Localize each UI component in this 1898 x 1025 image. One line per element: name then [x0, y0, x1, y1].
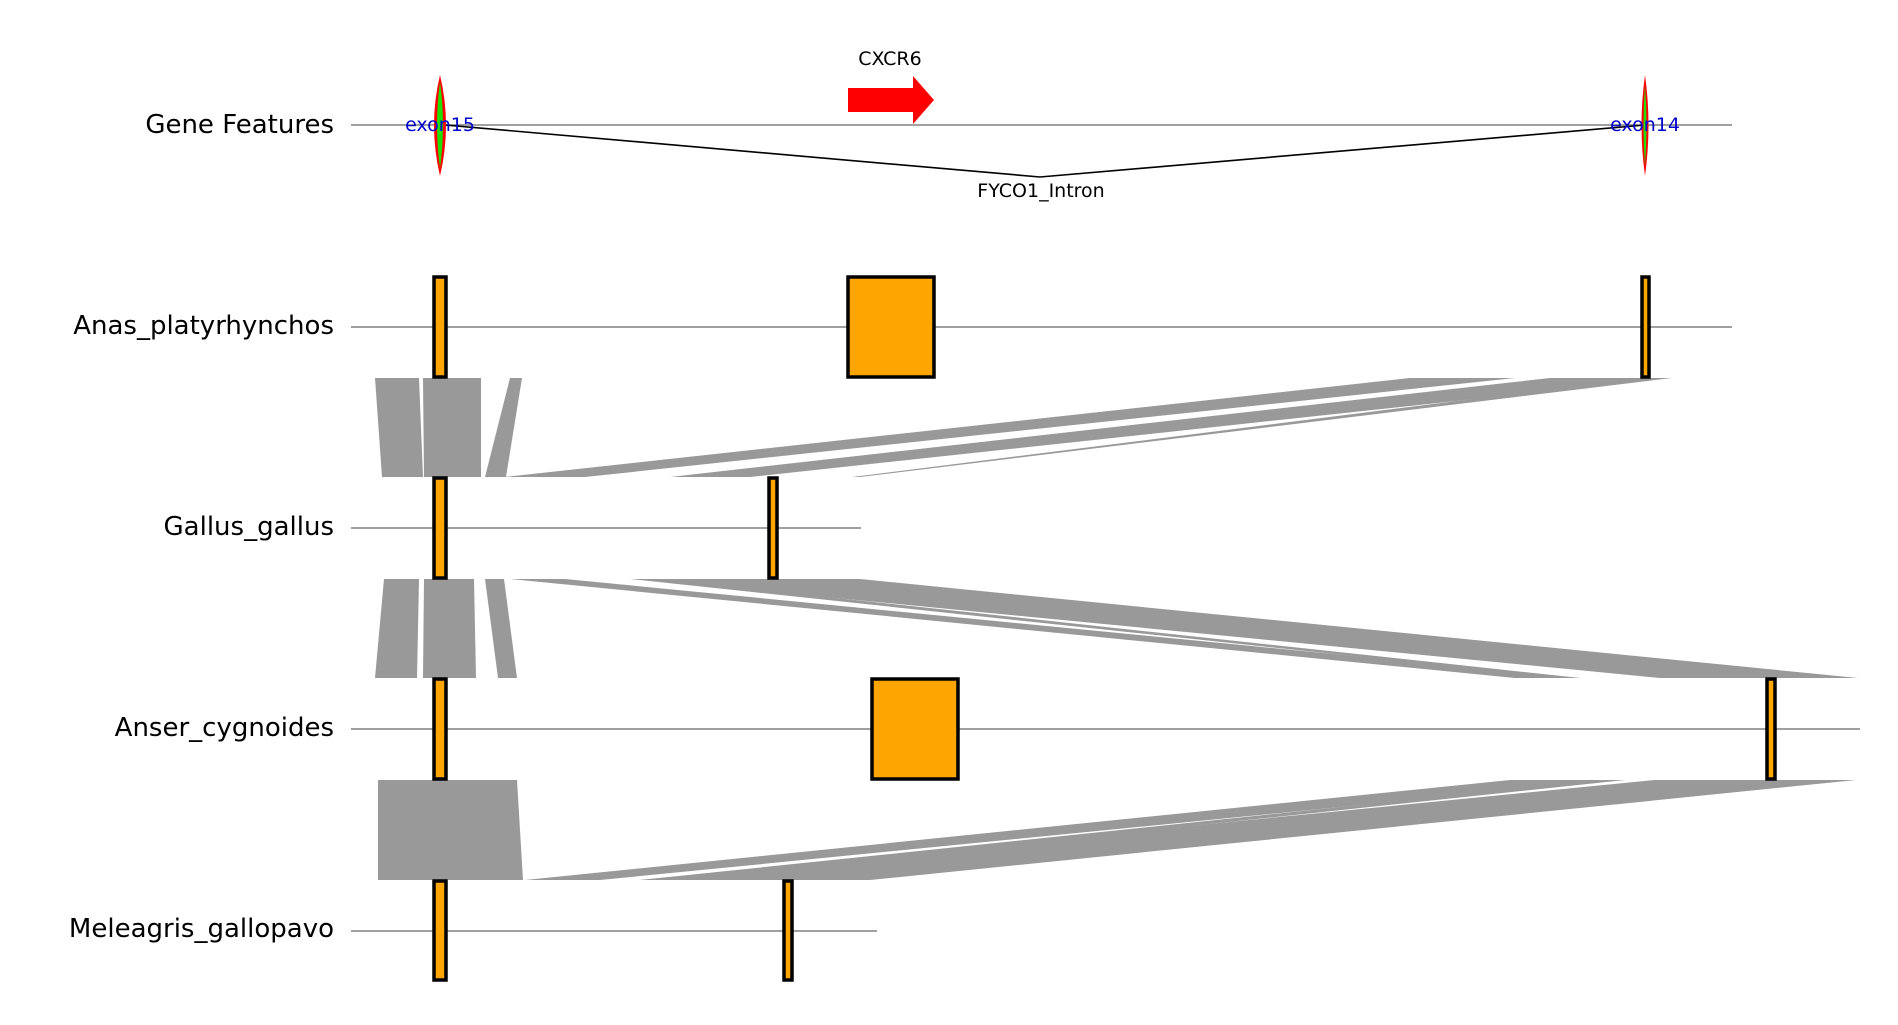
track-anas-platyrhynchos [351, 275, 1732, 379]
exon-box [432, 677, 448, 781]
cxcr6-box [870, 677, 960, 781]
exon-box [1765, 677, 1777, 781]
row-label-gallus-gallus: Gallus_gallus [164, 512, 334, 542]
exon-box [432, 275, 448, 379]
exon14-glyph [1641, 75, 1649, 176]
row-label-anser-cygnoides: Anser_cygnoides [115, 713, 334, 743]
exon-label-exon14: exon14 [1610, 114, 1680, 136]
exon15-glyph [434, 75, 446, 176]
exon-box [432, 476, 448, 580]
synteny-band [630, 579, 1580, 678]
synteny-band [375, 579, 419, 678]
row-label-gene-features: Gene Features [145, 110, 334, 140]
row-label-anas-platyrhynchos: Anas_platyrhynchos [73, 311, 334, 341]
exon-box [767, 476, 779, 580]
synteny-band [375, 378, 423, 477]
synteny-band [510, 579, 1580, 678]
exon-label-exon15: exon15 [405, 114, 475, 136]
synteny-band [485, 579, 517, 678]
synteny-band [423, 579, 476, 678]
synteny-band [640, 780, 1625, 880]
cxcr6-box [846, 275, 936, 379]
synteny-band [378, 780, 523, 880]
synteny-band [640, 780, 1856, 880]
synteny-band [640, 579, 1858, 678]
exon-glyph-inner [437, 82, 443, 168]
synteny-band [670, 378, 1670, 477]
synteny-band [525, 780, 1615, 880]
exon-box [432, 879, 448, 982]
track-gallus-gallus [351, 476, 861, 580]
synteny-band [852, 378, 1672, 477]
synteny-bands [375, 378, 1858, 880]
synteny-band [423, 378, 481, 477]
synteny-band [505, 378, 1515, 477]
exon-box [782, 879, 794, 982]
gene-features-track: CXCR6 exon15 exon14 FYCO1_Intron [351, 48, 1732, 202]
synteny-band [485, 378, 522, 477]
track-anser-cygnoides [351, 677, 1860, 781]
exon-glyph-inner [1643, 85, 1647, 166]
gene-label-cxcr6: CXCR6 [858, 48, 921, 70]
track-meleagris-gallopavo [351, 879, 877, 982]
exon-box [1640, 275, 1651, 379]
intron-label: FYCO1_Intron [977, 180, 1104, 202]
intron-connector [444, 124, 1646, 178]
row-label-meleagris-gallopavo: Meleagris_gallopavo [69, 914, 334, 944]
gene-arrow-cxcr6 [848, 76, 934, 124]
